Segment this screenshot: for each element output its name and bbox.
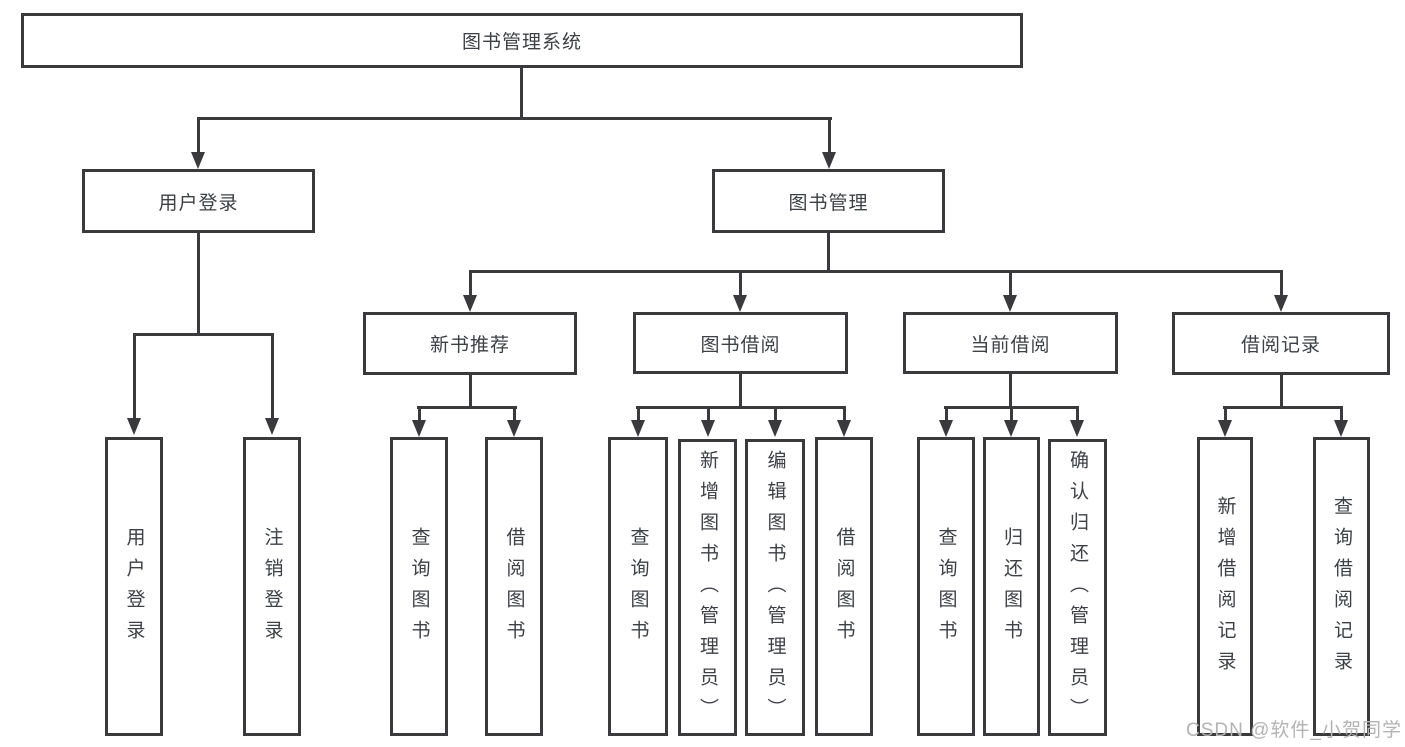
leaf-bb-edit-books-admin: 编辑图书（管理员） <box>745 439 805 736</box>
arrowhead-to-leaf-logout <box>265 418 279 435</box>
arrowhead-cb-leaf3 <box>1070 420 1084 437</box>
edge-book-borrow-split-bar <box>636 406 845 409</box>
edge-to-user-login-stem <box>197 117 200 155</box>
node-book-management: 图书管理 <box>712 169 945 233</box>
edge-borrow-record-split-bar <box>1223 406 1343 409</box>
edge-root-stem <box>520 68 523 118</box>
edge-book-management-stem <box>827 233 830 273</box>
node-user-login-label: 用户登录 <box>158 192 239 214</box>
leaf-bb-add-books-admin-label: 新增图书（管理员） <box>697 450 718 729</box>
arrowhead-to-borrow-record <box>1274 295 1288 312</box>
arrowhead-to-current-borrow <box>1003 295 1017 312</box>
edge-user-login-split-bar <box>133 333 274 336</box>
leaf-nb-query-books: 查询图书 <box>390 437 448 736</box>
leaf-cb-return-books: 归还图书 <box>983 437 1040 736</box>
leaf-cb-confirm-return-admin-label: 确认归还（管理员） <box>1067 450 1088 729</box>
leaf-logout: 注销登录 <box>243 437 301 736</box>
arrowhead-to-book-management <box>822 152 836 169</box>
leaf-nb-borrow-books: 借阅图书 <box>485 437 543 736</box>
leaf-bb-edit-books-admin-label: 编辑图书（管理员） <box>764 450 786 729</box>
edge-br-leaf1-stem <box>1224 406 1227 422</box>
leaf-br-add-record-label: 新增借阅记录 <box>1214 495 1236 682</box>
leaf-br-query-record: 查询借阅记录 <box>1313 437 1370 736</box>
leaf-nb-query-books-label: 查询图书 <box>408 526 430 651</box>
leaf-bb-query-books-label: 查询图书 <box>627 526 649 651</box>
edge-nb-leaf1-stem <box>418 406 421 422</box>
edge-cb-leaf3-stem <box>1076 406 1079 422</box>
arrowhead-bb-leaf3 <box>768 420 782 437</box>
edge-bb-leaf4-stem <box>843 406 846 422</box>
leaf-cb-confirm-return-admin: 确认归还（管理员） <box>1048 439 1107 736</box>
leaf-br-query-record-label: 查询借阅记录 <box>1331 495 1352 682</box>
edge-bb-leaf1-stem <box>637 406 640 422</box>
leaf-bb-query-books: 查询图书 <box>608 437 668 736</box>
edge-borrow-record-stem2 <box>1280 375 1283 408</box>
arrowhead-to-new-book <box>463 295 477 312</box>
node-user-login: 用户登录 <box>82 169 315 233</box>
leaf-cb-query-books: 查询图书 <box>917 437 975 736</box>
edge-bb-leaf3-stem <box>774 406 777 422</box>
edge-cb-leaf2-stem <box>1010 406 1013 422</box>
edge-to-borrow-record-stem <box>1280 270 1283 298</box>
arrowhead-to-user-login <box>191 152 205 169</box>
edge-to-new-book-stem <box>469 270 472 298</box>
node-book-borrow-label: 图书借阅 <box>700 334 781 356</box>
leaf-bb-borrow-books: 借阅图书 <box>815 437 873 736</box>
leaf-cb-return-books-label: 归还图书 <box>1001 526 1022 651</box>
node-current-borrow-label: 当前借阅 <box>970 334 1051 356</box>
leaf-bb-add-books-admin: 新增图书（管理员） <box>678 439 737 736</box>
edge-user-login-stem <box>197 233 200 336</box>
arrowhead-cb-leaf1 <box>939 420 953 437</box>
node-current-borrow: 当前借阅 <box>903 312 1118 374</box>
node-new-book-recommend-label: 新书推荐 <box>429 335 510 356</box>
edge-cb-leaf1-stem <box>945 406 948 422</box>
arrowhead-to-leaf-login <box>127 418 141 435</box>
edge-bb-leaf2-stem <box>707 406 710 422</box>
edge-to-leaf-login-stem <box>133 333 136 421</box>
arrowhead-nb-leaf1 <box>412 420 426 437</box>
arrowhead-bb-leaf4 <box>837 420 851 437</box>
edge-nb-leaf2-stem <box>513 406 516 422</box>
node-borrow-record-label: 借阅记录 <box>1240 335 1321 356</box>
arrowhead-nb-leaf2 <box>507 420 521 437</box>
node-new-book-recommend: 新书推荐 <box>363 312 577 375</box>
edge-to-current-borrow-stem <box>1009 270 1012 298</box>
leaf-nb-borrow-books-label: 借阅图书 <box>503 526 525 651</box>
node-book-management-label: 图书管理 <box>788 192 869 214</box>
arrowhead-cb-leaf2 <box>1004 420 1018 437</box>
edge-book-borrow-stem2 <box>739 374 742 408</box>
node-root-label: 图书管理系统 <box>461 32 582 53</box>
arrowhead-br-leaf2 <box>1334 420 1348 437</box>
leaf-user-login: 用户登录 <box>105 437 163 736</box>
arrowhead-to-book-borrow <box>733 295 747 312</box>
edge-to-book-borrow-stem <box>739 270 742 298</box>
edge-root-split-bar <box>197 117 832 120</box>
leaf-cb-query-books-label: 查询图书 <box>935 526 957 651</box>
arrowhead-br-leaf1 <box>1218 420 1232 437</box>
arrowhead-bb-leaf2 <box>701 420 715 437</box>
edge-new-book-split-bar <box>417 406 517 409</box>
node-root: 图书管理系统 <box>21 13 1023 68</box>
edge-to-leaf-logout-stem <box>271 333 274 421</box>
edge-current-borrow-stem2 <box>1009 374 1012 408</box>
edge-to-book-management-stem <box>828 117 831 155</box>
edge-br-leaf2-stem <box>1340 406 1343 422</box>
csdn-watermark: CSDN @软件_小贺同学 <box>1186 720 1402 741</box>
leaf-bb-borrow-books-label: 借阅图书 <box>833 526 855 651</box>
edge-new-book-stem <box>469 375 472 409</box>
edge-book-management-split-bar <box>469 270 1283 273</box>
leaf-user-login-label: 用户登录 <box>123 526 145 651</box>
node-book-borrow: 图书借阅 <box>633 312 848 374</box>
leaf-logout-label: 注销登录 <box>261 526 283 651</box>
node-borrow-record: 借阅记录 <box>1172 312 1390 375</box>
leaf-br-add-record: 新增借阅记录 <box>1197 437 1253 736</box>
arrowhead-bb-leaf1 <box>631 420 645 437</box>
